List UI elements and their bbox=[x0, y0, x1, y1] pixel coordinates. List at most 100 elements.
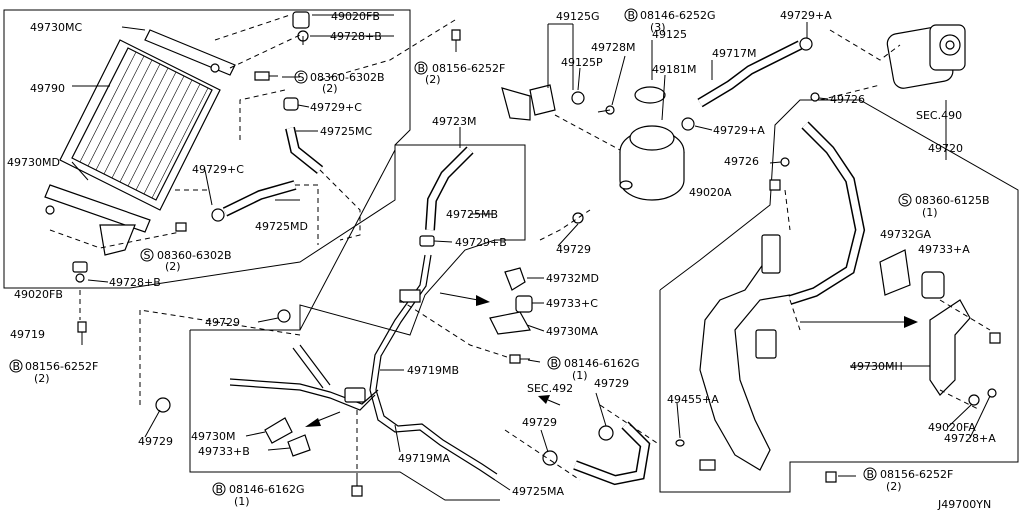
label-08156-top-qty: (2) bbox=[425, 73, 441, 86]
bracket-49730ma bbox=[489, 311, 531, 335]
label-08360-a-qty: (2) bbox=[322, 82, 338, 95]
svg-text:B: B bbox=[628, 9, 636, 22]
label-49726-a: 49726 bbox=[830, 93, 865, 106]
label-08146-6162g-mid: 08146-6162G bbox=[564, 357, 639, 370]
bolt-08146-6162g-bot bbox=[351, 485, 363, 497]
label-sec492: SEC.492 bbox=[527, 382, 573, 395]
clamp-49729-bl bbox=[155, 397, 171, 413]
label-49125: 49125 bbox=[652, 28, 687, 41]
label-49732md: 49732MD bbox=[546, 272, 599, 285]
label-49730md: 49730MD bbox=[7, 156, 60, 169]
part-labels: 49730MC 49020FB 49728+B 08156-6252F (2) … bbox=[7, 9, 996, 511]
label-49725mc: 49725MC bbox=[320, 125, 372, 138]
label-49729-low: 49729 bbox=[522, 416, 557, 429]
grommet-49733c bbox=[515, 295, 533, 313]
grommet-49733b bbox=[287, 434, 311, 457]
label-49725mb: 49725MB bbox=[446, 208, 498, 221]
clamp-49729c bbox=[211, 208, 225, 222]
svg-text:B: B bbox=[551, 357, 559, 370]
label-08156-br-qty: (2) bbox=[886, 480, 902, 493]
circle-b-08156-left bbox=[9, 359, 23, 373]
clamp-49729-center bbox=[572, 212, 584, 224]
clamp-49730m bbox=[264, 417, 293, 444]
label-08146-6162g-mid-qty: (1) bbox=[572, 369, 588, 382]
label-49726-b: 49726 bbox=[724, 155, 759, 168]
dashed-lines bbox=[49, 14, 991, 481]
label-08360-b: 08360-6302B bbox=[157, 249, 232, 262]
label-49725ma: 49725MA bbox=[512, 485, 564, 498]
leader-lines bbox=[71, 14, 991, 491]
sensor-49455a bbox=[699, 459, 716, 471]
label-49020a: 49020A bbox=[689, 186, 732, 199]
label-49455a: 49455+A bbox=[667, 393, 719, 406]
power-steering-pump bbox=[886, 24, 966, 89]
label-08360-a: 08360-6302B bbox=[310, 71, 385, 84]
label-49729a-mid: 49729+A bbox=[713, 124, 765, 137]
svg-text:B: B bbox=[216, 483, 224, 496]
label-49020fb-mid: 49020FB bbox=[14, 288, 63, 301]
label-49729-center: 49729 bbox=[556, 243, 591, 256]
diagram-id: J49700YN bbox=[937, 498, 991, 511]
circle-s-08360-6125b bbox=[898, 193, 912, 207]
label-49733c: 49733+C bbox=[546, 297, 598, 310]
grommet-49733a bbox=[921, 271, 945, 299]
label-49730m: 49730M bbox=[191, 430, 235, 443]
label-08360-6125b: 08360-6125B bbox=[915, 194, 990, 207]
bracket-49730mh bbox=[929, 299, 971, 396]
clamp-49729-left bbox=[277, 309, 291, 323]
label-49720: 49720 bbox=[928, 142, 963, 155]
label-49730mh: 49730MH bbox=[850, 360, 903, 373]
label-49733a: 49733+A bbox=[918, 243, 970, 256]
bolt-08156-br bbox=[825, 471, 837, 483]
circle-s-08360-b bbox=[140, 248, 154, 262]
left-group-frame bbox=[3, 9, 411, 289]
svg-text:S: S bbox=[902, 194, 909, 207]
label-49020fb-top: 49020FB bbox=[331, 10, 380, 23]
circle-b-08146-6252g bbox=[624, 8, 638, 22]
circle-s-08360-a bbox=[294, 70, 308, 84]
label-08146-6252g-qty: (3) bbox=[650, 21, 666, 34]
label-08360-b-qty: (2) bbox=[165, 260, 181, 273]
tube-bracket bbox=[399, 289, 421, 303]
clamp-49729b bbox=[419, 235, 435, 247]
svg-text:B: B bbox=[867, 468, 875, 481]
circle-b-08146-6162g-bot bbox=[212, 482, 226, 496]
label-49728b-top: 49728+B bbox=[330, 30, 382, 43]
clamp-49726-a bbox=[810, 92, 820, 102]
label-49730mc: 49730MC bbox=[30, 21, 82, 34]
label-49733b: 49733+B bbox=[198, 445, 250, 458]
label-49729-bl: 49729 bbox=[138, 435, 173, 448]
oil-cooler bbox=[44, 29, 236, 256]
tube-clip bbox=[344, 387, 366, 403]
label-49181m: 49181M bbox=[652, 63, 696, 76]
label-49790: 49790 bbox=[30, 82, 65, 95]
bracket-49732md bbox=[504, 267, 526, 291]
reservoir-bracket bbox=[501, 84, 615, 121]
circle-b-08156-top bbox=[414, 61, 428, 75]
bolt-49020a bbox=[769, 179, 781, 191]
svg-text:B: B bbox=[418, 62, 426, 75]
center-group-frame bbox=[189, 144, 526, 501]
clamp-49729a-top bbox=[799, 37, 813, 51]
label-49729c-a: 49729+C bbox=[310, 101, 362, 114]
washer-49728a bbox=[987, 388, 997, 398]
label-49729b: 49729+B bbox=[455, 236, 507, 249]
label-49732ga: 49732GA bbox=[880, 228, 932, 241]
left-fasteners bbox=[72, 11, 461, 345]
label-08156-left-qty: (2) bbox=[34, 372, 50, 385]
circle-letter: S bbox=[298, 71, 305, 84]
label-08360-6125b-qty: (1) bbox=[922, 206, 938, 219]
label-49020fa: 49020FA bbox=[928, 421, 976, 434]
label-49125g: 49125G bbox=[556, 10, 600, 23]
reservoir-tank bbox=[619, 86, 685, 201]
bolt-08146-6162g-mid bbox=[509, 354, 521, 364]
bracket-49732ga bbox=[879, 249, 945, 299]
clamp-49729a-mid bbox=[681, 117, 695, 131]
nut-49020fa bbox=[968, 394, 980, 406]
bolt-08360-6125b bbox=[989, 332, 1001, 344]
label-08156-br: 08156-6252F bbox=[880, 468, 953, 481]
clamp-49729-sec bbox=[542, 450, 558, 466]
label-49730ma: 49730MA bbox=[546, 325, 598, 338]
